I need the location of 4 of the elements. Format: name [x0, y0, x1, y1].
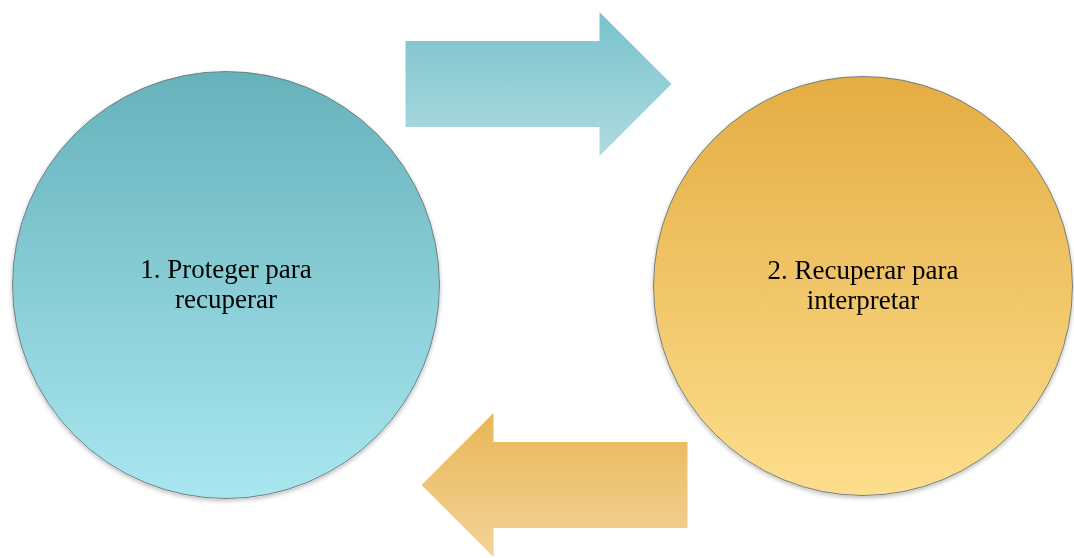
block-arrow: [405, 12, 672, 156]
node-label: 2. Recuperar para interpretar: [766, 256, 960, 316]
block-arrow: [421, 413, 688, 557]
node-label: 1. Proteger para recuperar: [139, 255, 313, 315]
